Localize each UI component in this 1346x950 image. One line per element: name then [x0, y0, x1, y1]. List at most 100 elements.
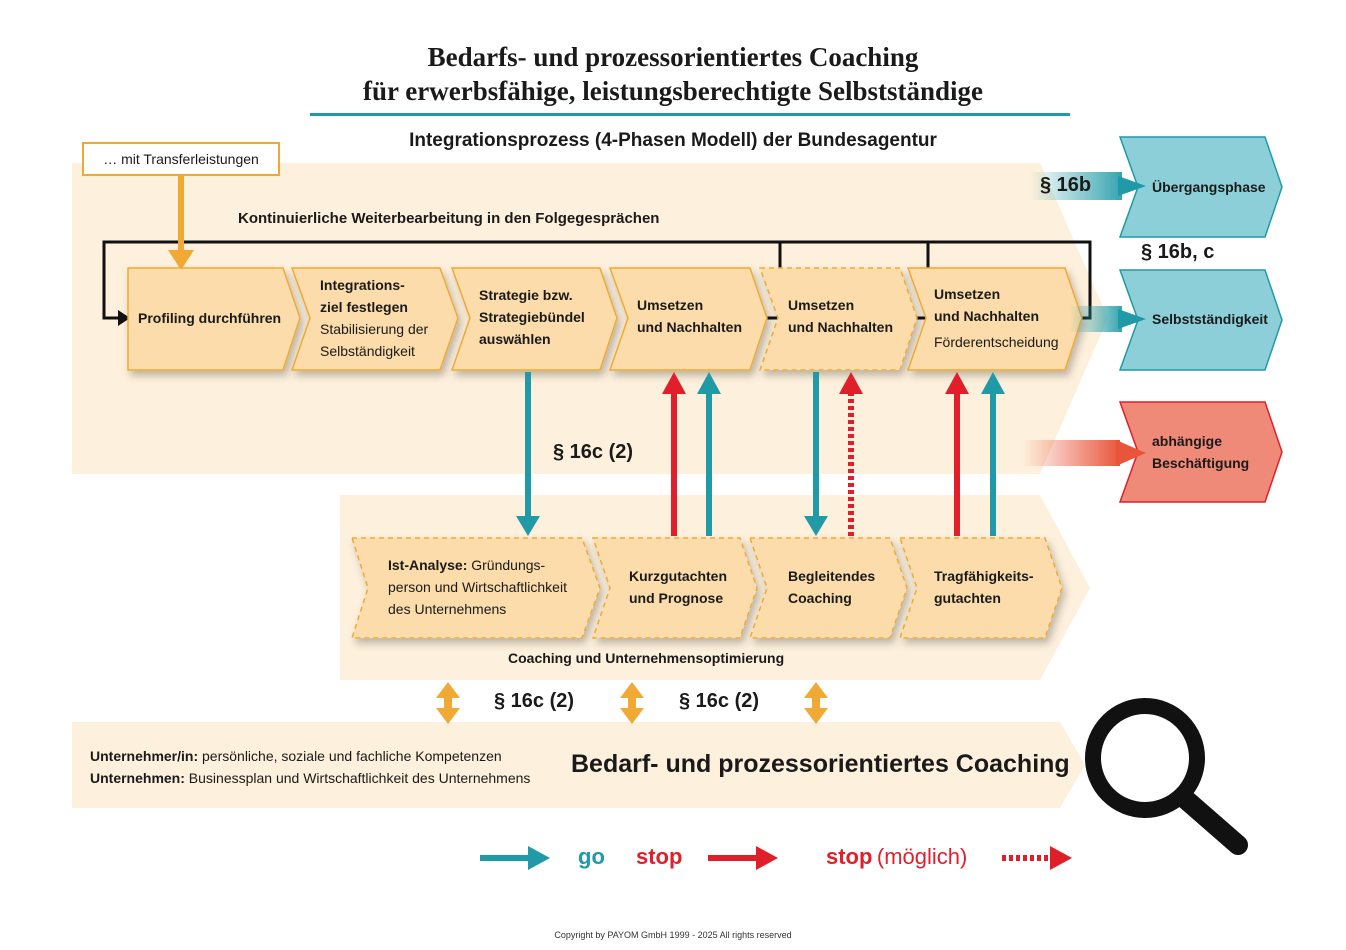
stop-possible-arrow-up-head: [839, 372, 863, 394]
legend-stop2: stop: [826, 844, 873, 869]
outcome-uebergang-label: Übergangsphase: [1152, 179, 1266, 195]
title-line-2: für erwerbsfähige, leistungsberechtigte …: [363, 76, 983, 106]
phase-6-line3: Förderentscheidung: [934, 334, 1059, 350]
arrow-abh-band: [1022, 440, 1120, 466]
phase-5-text: Umsetzen und Nachhalten: [788, 294, 893, 338]
bottom-l1-rest: persönliche, soziale und fachliche Kompe…: [198, 748, 502, 764]
transfer-arrowhead: [168, 250, 194, 270]
stop-arrow-up-1-head: [662, 372, 686, 394]
coaching-label: Coaching und Unternehmensoptimierung: [508, 650, 785, 666]
legend-go-head: [528, 846, 550, 870]
phase-chevrons: [127, 267, 1083, 371]
double-arrow-1: [436, 682, 460, 724]
phase-2-line4: Selbständigkeit: [320, 343, 415, 359]
bottom-l2-bold: Unternehmen:: [90, 770, 185, 786]
legend-stop-head: [756, 846, 778, 870]
stop-arrow-up-2-head: [945, 372, 969, 394]
legend-go-label: go: [578, 844, 605, 869]
phase-strategie: [450, 267, 618, 371]
bottom-headline: Bedarf- und prozessorientiertes Coaching: [571, 750, 1070, 778]
step-3-line1: Begleitendes: [788, 568, 876, 584]
para-16c-b: § 16c (2): [679, 690, 760, 712]
outcome-abh-line2: Beschäftigung: [1152, 455, 1250, 471]
phase-2-line3: Stabilisierung der: [320, 321, 429, 337]
step-1-line3: des Unternehmens: [388, 601, 507, 617]
phase-1-line1: Profiling durchführen: [138, 310, 282, 326]
step-tragfaehigkeit: [898, 537, 1063, 639]
step-4-text: Tragfähigkeits- gutachten: [934, 565, 1034, 609]
legend-moeglich: (möglich): [876, 844, 968, 869]
copyright: Copyright by PAYOM GmbH 1999 - 2025 All …: [554, 930, 792, 940]
magnifier-icon: [1085, 698, 1248, 855]
transfer-box: … mit Transferleistungen: [82, 142, 280, 176]
arrow-selbst-band: [1070, 306, 1122, 332]
phase-umsetzen-2: [758, 267, 918, 371]
phase-2-line2: ziel festlegen: [320, 299, 408, 315]
phase-1-text: Profiling durchführen: [138, 307, 281, 329]
step-1-bold: Ist-Analyse:: [388, 557, 468, 573]
phase-5-line2: und Nachhalten: [788, 319, 894, 335]
outcome-abh-label: abhängige Beschäftigung: [1152, 430, 1249, 474]
phase-4-line1: Umsetzen: [637, 297, 704, 313]
phase-4-line2: und Nachhalten: [637, 319, 743, 335]
orange-double-arrows: [436, 682, 828, 724]
phase-2-text: Integrations- ziel festlegen Stabilisier…: [320, 274, 428, 362]
loop-label: Kontinuierliche Weiterbearbeitung in den…: [238, 210, 660, 227]
arrow-16b-head: [1118, 176, 1146, 196]
step-1-line2: person und Wirtschaftlichkeit: [388, 579, 567, 595]
para-16c-a: § 16c (2): [494, 690, 575, 712]
phase-3-line1: Strategie bzw.: [479, 287, 573, 303]
double-arrow-3: [804, 682, 828, 724]
phase-3-line3: auswählen: [479, 331, 551, 347]
legend-stop-label: stop: [636, 844, 683, 869]
go-arrow-down-2-head: [804, 516, 828, 536]
para-16bc: § 16b, c: [1141, 241, 1215, 263]
outcome-abh-line1: abhängige: [1152, 433, 1223, 449]
bottom-l1-bold: Unternehmer/in:: [90, 748, 199, 764]
step-ist-analyse: [350, 537, 601, 639]
phase-6-line2: und Nachhalten: [934, 308, 1040, 324]
title-line-1: Bedarfs- und prozessorientiertes Coachin…: [427, 42, 919, 72]
go-arrow-up-2-head: [981, 372, 1005, 394]
arrow-selbst-head: [1118, 309, 1146, 329]
bottom-left-text: Unternehmer/in: persönliche, soziale und…: [90, 745, 530, 789]
step-4-line2: gutachten: [934, 590, 1001, 606]
go-arrow-up-1-head: [697, 372, 721, 394]
step-1-text: Ist-Analyse: Gründungs- person und Wirts…: [388, 554, 567, 620]
legend-stop-possible-label: stop (möglich): [826, 844, 967, 870]
phase-integrationsziel: [290, 267, 459, 371]
step-2-line2: und Prognose: [629, 590, 724, 606]
phase-4-text: Umsetzen und Nachhalten: [637, 294, 742, 338]
coaching-chevrons: [350, 537, 1063, 639]
legend-stop-possible-head: [1050, 846, 1072, 870]
page-title: Bedarfs- und prozessorientiertes Coachin…: [0, 40, 1346, 108]
para-16b: § 16b: [1040, 174, 1092, 196]
arrow-16b-band: [1030, 172, 1122, 200]
step-kurzgutachten: [591, 537, 758, 639]
phase-6-line1: Umsetzen: [934, 286, 1001, 302]
double-arrow-2: [620, 682, 644, 724]
bottom-panel: [72, 722, 1085, 808]
step-3-text: Begleitendes Coaching: [788, 565, 875, 609]
outcome-selbst-label: Selbstständigkeit: [1152, 311, 1268, 327]
para-16c-middle: § 16c (2): [553, 441, 634, 463]
loop-arrowhead: [118, 310, 130, 326]
title-underline: [310, 113, 1070, 116]
phase-3-text: Strategie bzw. Strategiebündel auswählen: [479, 284, 585, 350]
step-3-line2: Coaching: [788, 590, 852, 606]
step-4-line1: Tragfähigkeits-: [934, 568, 1034, 584]
step-2-line1: Kurzgutachten: [629, 568, 727, 584]
subtitle: Integrationsprozess (4-Phasen Modell) de…: [409, 130, 937, 151]
phase-profiling: [127, 267, 301, 371]
phase-5-line1: Umsetzen: [788, 297, 855, 313]
arrow-abh-head: [1116, 440, 1146, 466]
phase-2-line1: Integrations-: [320, 277, 405, 293]
step-begleitendes: [748, 537, 908, 639]
step-1-rest: Gründungs-: [467, 557, 546, 573]
step-2-text: Kurzgutachten und Prognose: [629, 565, 727, 609]
go-arrow-down-1-head: [516, 516, 540, 536]
phase-3-line2: Strategiebündel: [479, 309, 585, 325]
phase-umsetzen-3: [906, 267, 1083, 371]
phase-6-text: Umsetzen und Nachhalten Förderentscheidu…: [934, 283, 1059, 353]
